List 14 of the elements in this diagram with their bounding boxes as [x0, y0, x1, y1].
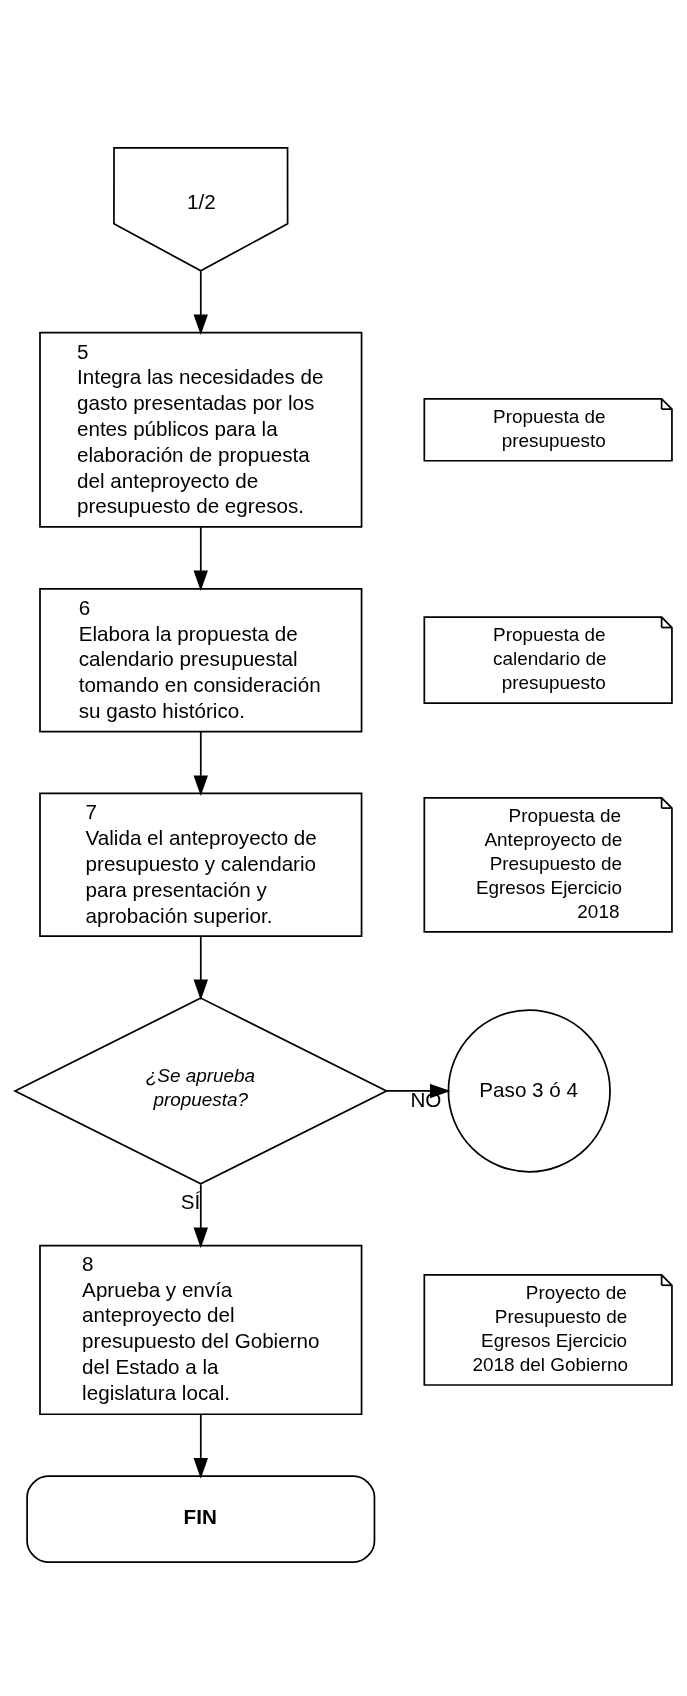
node-box: 5 Integra las necesidades de gasto presentadas por los entes públicos para la elaboración de propuesta del anteproyecto de presupuesto de egresos. — [39, 331, 363, 528]
arrow — [193, 935, 208, 1000]
arrow — [193, 269, 208, 335]
node-circle: Paso 3 ó 4 — [447, 1008, 611, 1173]
edge-label: SÍ — [180, 1189, 201, 1213]
node-box: 8 Aprueba y envía anteproyecto del presupuesto del Gobierno del Estado a la legislatura local. — [39, 1244, 363, 1415]
node-box: 6 Elabora la propuesta de calendario presupuestal tomando en consideración su gasto histórico. — [39, 587, 363, 732]
arrow — [193, 1413, 208, 1479]
arrow — [193, 730, 208, 796]
arrow — [193, 525, 208, 591]
node-box: FIN — [26, 1474, 376, 1563]
node-diamond: ¿Se aprueba propuesta? — [13, 996, 389, 1185]
arrow — [193, 1183, 208, 1248]
node-box: 7 Valida el anteproyecto de presupuesto y calendario para presentación y aprobación superior. — [39, 792, 363, 937]
